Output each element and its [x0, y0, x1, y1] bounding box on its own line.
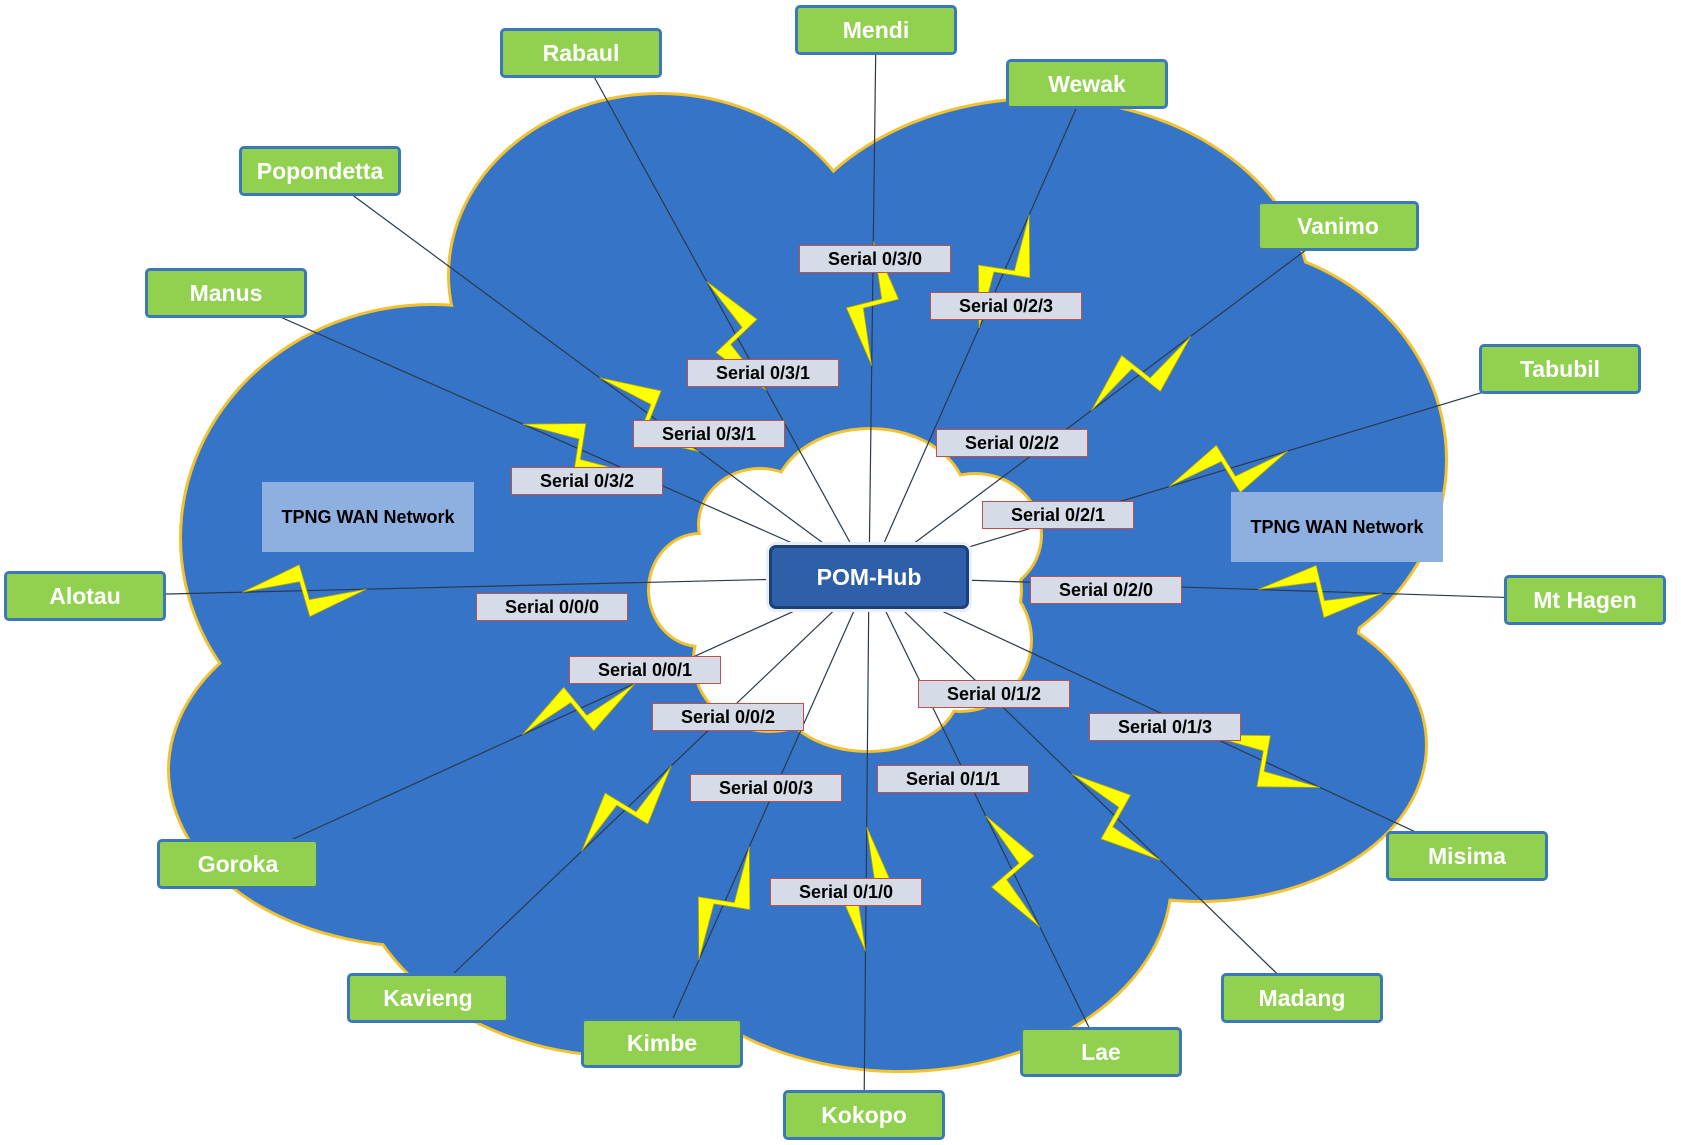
link-line	[868, 576, 1303, 999]
link-line	[580, 52, 870, 578]
region-label-east: TPNG WAN Network	[1231, 492, 1443, 562]
link-line	[84, 576, 870, 597]
site-mt-hagen[interactable]: Mt Hagen	[1504, 575, 1666, 625]
serial-link-bolt-icon	[697, 846, 751, 961]
interface-label-lae: Serial 0/1/1	[877, 765, 1029, 793]
link-line	[237, 576, 870, 865]
link-lae	[868, 576, 1102, 1053]
site-manus[interactable]: Manus	[145, 268, 307, 318]
site-vanimo[interactable]: Vanimo	[1257, 201, 1419, 251]
interface-label-manus: Serial 0/3/2	[511, 467, 663, 495]
site-rabaul[interactable]: Rabaul	[500, 28, 662, 78]
site-madang[interactable]: Madang	[1221, 973, 1383, 1023]
site-kimbe[interactable]: Kimbe	[581, 1018, 743, 1068]
site-goroka[interactable]: Goroka	[157, 839, 319, 889]
site-lae[interactable]: Lae	[1020, 1027, 1182, 1077]
interface-label-misima: Serial 0/1/3	[1089, 713, 1241, 741]
link-line	[661, 576, 870, 1044]
serial-link-bolt-icon	[978, 214, 1031, 329]
interface-label-goroka: Serial 0/0/1	[569, 656, 721, 684]
link-line	[868, 225, 1339, 578]
interface-label-mendi: Serial 0/3/0	[799, 245, 951, 273]
link-kimbe	[661, 576, 870, 1044]
interface-label-vanimo: Serial 0/2/2	[936, 429, 1088, 457]
serial-link-bolt-icon	[1257, 564, 1383, 619]
serial-link-bolt-icon	[1207, 734, 1321, 788]
site-kavieng[interactable]: Kavieng	[347, 973, 509, 1023]
site-alotau[interactable]: Alotau	[4, 571, 166, 621]
serial-link-bolt-icon	[706, 281, 767, 391]
site-popondetta[interactable]: Popondetta	[239, 146, 401, 196]
interface-label-wewak: Serial 0/2/3	[930, 292, 1082, 320]
interface-label-kavieng: Serial 0/0/2	[652, 703, 804, 731]
inner-cloud-lobe	[650, 535, 750, 645]
hub-router[interactable]: POM-Hub	[769, 545, 969, 609]
interface-label-tabubil: Serial 0/2/1	[982, 501, 1134, 529]
link-tabubil	[868, 368, 1561, 578]
link-madang	[868, 576, 1303, 999]
link-vanimo	[868, 225, 1339, 578]
interface-label-popondetta: Serial 0/3/1	[633, 420, 785, 448]
region-label-west: TPNG WAN Network	[262, 482, 474, 552]
link-line	[868, 576, 1586, 601]
link-line	[319, 170, 870, 578]
serial-link-bolt-icon	[521, 683, 636, 736]
interface-label-madang: Serial 0/1/2	[918, 680, 1070, 708]
link-line	[868, 83, 1088, 578]
link-line	[225, 292, 870, 578]
site-kokopo[interactable]: Kokopo	[783, 1090, 945, 1140]
serial-link-bolt-icon	[242, 564, 367, 618]
interface-label-mt-hagen: Serial 0/2/0	[1030, 576, 1182, 604]
serial-link-bolt-icon	[985, 815, 1041, 928]
interface-label-kimbe: Serial 0/0/3	[690, 774, 842, 802]
link-line	[863, 576, 870, 1116]
interface-label-kokopo: Serial 0/1/0	[770, 878, 922, 906]
link-kavieng	[427, 576, 870, 999]
link-mt-hagen	[868, 564, 1586, 619]
serial-link-bolt-icon	[1071, 773, 1161, 861]
link-goroka	[237, 576, 870, 865]
link-line	[868, 368, 1561, 578]
link-wewak	[868, 83, 1088, 578]
site-misima[interactable]: Misima	[1386, 831, 1548, 881]
serial-link-bolt-icon	[1168, 444, 1288, 494]
interface-label-alotau: Serial 0/0/0	[476, 593, 628, 621]
site-wewak[interactable]: Wewak	[1006, 59, 1168, 109]
serial-link-bolt-icon	[581, 765, 672, 852]
site-tabubil[interactable]: Tabubil	[1479, 344, 1641, 394]
link-line	[427, 576, 870, 999]
site-mendi[interactable]: Mendi	[795, 5, 957, 55]
interface-label-rabaul: Serial 0/3/1	[687, 359, 839, 387]
link-alotau	[84, 564, 870, 618]
link-rabaul	[580, 52, 870, 578]
link-line	[868, 576, 1102, 1053]
serial-link-bolt-icon	[1091, 336, 1192, 411]
